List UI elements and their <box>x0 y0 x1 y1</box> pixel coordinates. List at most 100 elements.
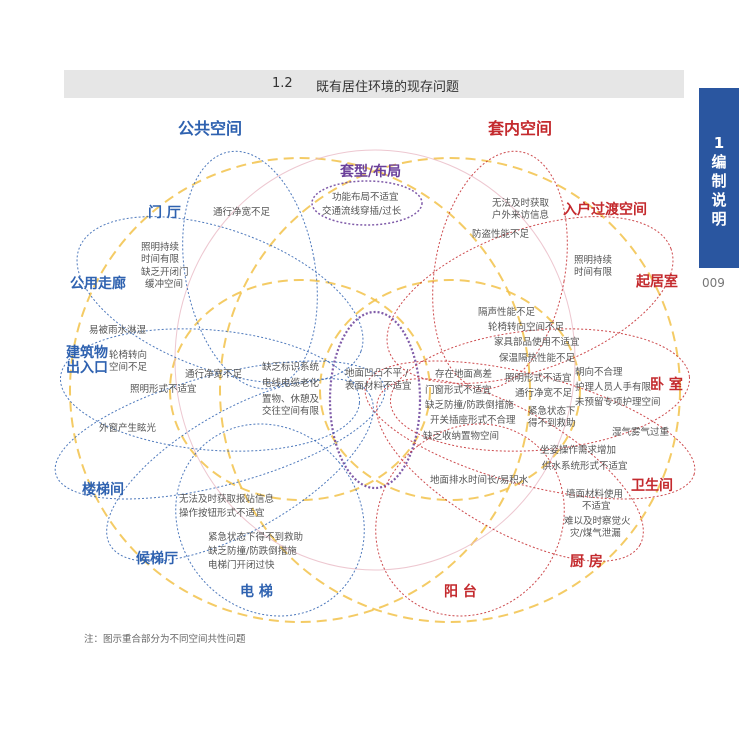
issue: 缺乏防撞/防跌倒措施 <box>208 546 297 557</box>
chapter-tab-char: 1 <box>713 134 725 152</box>
issue: 照明形式不适宜 <box>130 384 197 395</box>
issue: 坐姿操作需求增加 <box>540 445 617 456</box>
public-space-title: 公共空间 <box>178 119 243 138</box>
issue: 灾/煤气泄漏 <box>570 528 621 539</box>
issue: 护理人员人手有限 <box>575 382 652 393</box>
issue: 照明持续 <box>574 255 613 266</box>
bedroom-ellipse <box>389 328 691 452</box>
area-entrance-line: 出入口 <box>66 360 108 376</box>
issue: 通行净宽不足 <box>213 207 271 218</box>
issue: 缓冲空间 <box>145 279 184 290</box>
entrance-ellipse <box>59 328 361 452</box>
layout-item: 功能布局不适宜 <box>332 192 399 203</box>
private-inner-ring <box>319 279 581 501</box>
layout-ellipse <box>311 180 423 226</box>
issue: 供水系统形式不适宜 <box>542 461 628 472</box>
center-item: 表面材料不适宜 <box>345 381 412 392</box>
issue: 防盗性能不足 <box>472 229 530 240</box>
issue: 保温隔热性能不足 <box>499 353 576 364</box>
public-inner-ring <box>169 279 431 501</box>
issue: 照明持续 <box>141 242 180 253</box>
chapter-tab-char: 明 <box>711 210 727 228</box>
lobby-ellipse <box>182 150 318 390</box>
issue: 置物、休憩及 <box>262 394 320 405</box>
elevator-ellipse <box>175 423 365 617</box>
issue: 轮椅转向 <box>109 350 148 361</box>
layout-title: 套型/布局 <box>340 164 402 180</box>
issue: 存在地面高差 <box>435 369 493 380</box>
chapter-tab[interactable]: 1 编 制 说 明 <box>699 88 739 268</box>
center-item: 地面凹凸不平 / <box>345 368 409 379</box>
issue: 地面排水时间长/易积水 <box>430 475 529 486</box>
issue: 电线电缆老化 <box>262 378 320 389</box>
corridor-ellipse <box>76 216 364 384</box>
public-outer-ring <box>69 157 531 623</box>
issue: 外窗产生眩光 <box>99 423 157 434</box>
area-elevator: 电 梯 <box>240 584 273 600</box>
entry-ellipse <box>432 150 568 390</box>
issue: 家具部品使用不适宜 <box>494 337 580 348</box>
issue: 不适宜 <box>582 501 611 512</box>
issue: 紧急状态下得不到救助 <box>208 532 304 543</box>
layout-item: 交通流线穿插/过长 <box>322 206 402 217</box>
chapter-tab-char: 说 <box>711 191 727 209</box>
living-ellipse <box>386 216 674 384</box>
area-bathroom: 卫生间 <box>631 478 673 494</box>
center-ellipse <box>328 310 422 490</box>
issue: 缺乏收纳置物空间 <box>423 431 500 442</box>
chapter-tab-char: 编 <box>711 153 727 171</box>
issue: 轮椅转向空间不足 <box>488 322 565 333</box>
footnote: 注：图示重合部分为不同空间共性问题 <box>84 634 246 645</box>
issue: 无法及时获取报站信息 <box>179 494 275 505</box>
issue: 电梯门开闭过快 <box>208 560 275 571</box>
issue: 户外来访信息 <box>492 210 550 221</box>
issue: 得不到救助 <box>528 418 576 429</box>
area-entrance: 建筑物出入口 <box>66 346 108 376</box>
private-outer-ring <box>219 157 681 623</box>
issue: 门窗形式不适宜 <box>425 385 492 396</box>
issue: 湿气雾气过重 <box>612 427 670 438</box>
issue: 缺乏标识系统 <box>262 362 320 373</box>
area-corridor: 公用走廊 <box>70 276 126 292</box>
issue: 隔声性能不足 <box>478 307 536 318</box>
issue: 紧急状态下 <box>528 406 576 417</box>
section-header: 1.2 既有居住环境的现存问题 <box>64 70 684 98</box>
area-bedroom: 卧 室 <box>650 377 683 393</box>
issue: 无法及时获取 <box>492 198 550 209</box>
chapter-tab-char: 制 <box>711 172 727 190</box>
kitchen-ellipse <box>376 378 644 562</box>
area-elevator-hall: 候梯厅 <box>136 551 178 567</box>
issue: 朝向不合理 <box>575 367 623 378</box>
section-title: 既有居住环境的现存问题 <box>316 80 460 95</box>
issue: 时间有限 <box>141 254 180 265</box>
section-number: 1.2 <box>272 76 293 91</box>
issue: 难以及时察觉火 <box>564 516 631 527</box>
page-number: 009 <box>702 276 725 290</box>
issue: 缺乏防撞/防跌倒措施 <box>425 400 514 411</box>
elevator-hall-ellipse <box>106 378 374 562</box>
issue: 交往空间有限 <box>262 406 320 417</box>
issue: 未预留专项护理空间 <box>575 397 661 408</box>
area-kitchen: 厨 房 <box>570 554 603 570</box>
area-balcony: 阳 台 <box>444 584 477 600</box>
area-entry-transition: 入户过渡空间 <box>563 202 647 218</box>
issue: 通行净宽不足 <box>515 388 573 399</box>
private-space-title: 套内空间 <box>488 119 553 138</box>
issue: 空间不足 <box>109 362 148 373</box>
issue: 易被雨水淋湿 <box>89 325 147 336</box>
issue: 墙面材料使用 <box>566 489 624 500</box>
issue: 操作按钮形式不适宜 <box>179 508 265 519</box>
issue: 开关插座形式不合理 <box>430 415 516 426</box>
issue: 通行净宽不足 <box>185 369 243 380</box>
issue: 照明形式不适宜 <box>505 373 572 384</box>
balcony-ellipse <box>375 423 565 617</box>
layout-ring <box>174 149 576 571</box>
issue: 时间有限 <box>574 267 613 278</box>
area-lobby: 门 厅 <box>148 205 181 221</box>
area-entrance-line: 建筑物 <box>66 345 108 361</box>
issue: 缺乏开闭门 <box>141 267 189 278</box>
bathroom-ellipse <box>364 360 696 500</box>
area-stairwell: 楼梯间 <box>82 482 124 498</box>
